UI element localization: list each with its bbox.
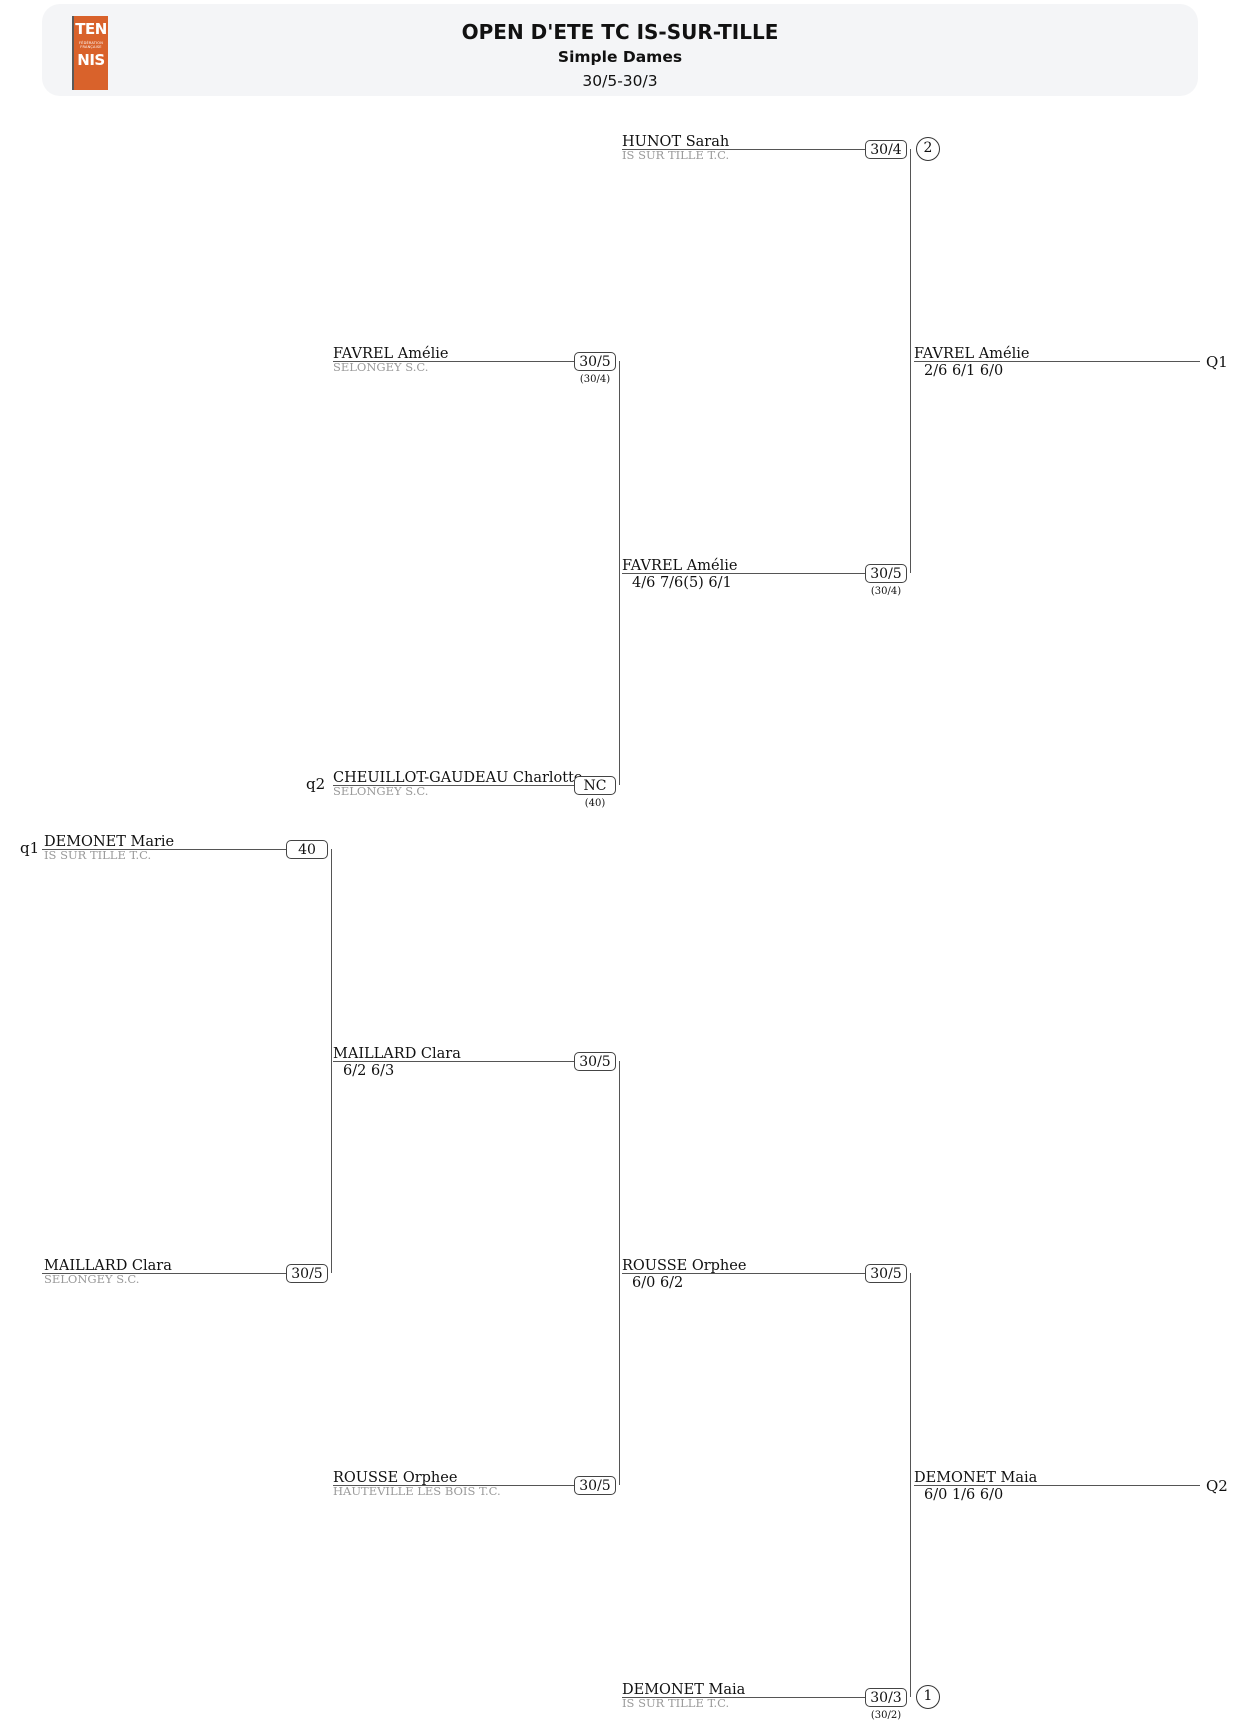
match-score: 6/0 6/2	[632, 1275, 684, 1291]
player-rank-badge: 30/5	[574, 352, 616, 371]
player-name: MAILLARD Clara	[44, 1258, 172, 1274]
previous-rank: (30/2)	[870, 1710, 902, 1721]
match-score: 4/6 7/6(5) 6/1	[632, 575, 732, 591]
match-score: 6/2 6/3	[343, 1063, 395, 1079]
match-score: 2/6 6/1 6/0	[924, 363, 1004, 379]
winner-name: ROUSSE Orphee	[622, 1258, 747, 1274]
previous-rank: (40)	[584, 798, 606, 809]
match-score: 6/0 1/6 6/0	[924, 1487, 1004, 1503]
previous-rank: (30/4)	[870, 586, 902, 597]
draw-line	[333, 1485, 574, 1486]
draw-connector	[910, 149, 911, 573]
winner-name: MAILLARD Clara	[333, 1046, 461, 1062]
draw-connector	[331, 849, 332, 1273]
player-name: CHEUILLOT-GAUDEAU Charlotte	[333, 770, 583, 786]
qualifier-tag: q2	[306, 775, 326, 793]
player-rank-badge: 30/5	[865, 564, 907, 583]
player-name: DEMONET Marie	[44, 834, 175, 850]
qualifier-tag: Q1	[1206, 353, 1228, 371]
draw-line	[333, 361, 574, 362]
player-rank-badge: 30/4	[865, 140, 907, 159]
draw-header: TEN FÉDÉRATION FRANÇAISE NIS OPEN D'ETE …	[42, 4, 1198, 96]
player-rank-badge: 30/5	[574, 1476, 616, 1495]
winner-name: FAVREL Amélie	[622, 558, 738, 574]
player-club: SELONGEY S.C.	[333, 360, 429, 374]
tennis-logo-icon: TEN FÉDÉRATION FRANÇAISE NIS	[72, 16, 108, 90]
player-club: SELONGEY S.C.	[333, 784, 429, 798]
player-rank-badge: 30/5	[865, 1264, 907, 1283]
player-name: DEMONET Maia	[622, 1682, 746, 1698]
player-name: FAVREL Amélie	[333, 346, 449, 362]
player-rank-badge: 30/5	[574, 1052, 616, 1071]
draw-line	[622, 149, 865, 150]
draw-connector	[619, 361, 620, 785]
player-club: IS SUR TILLE T.C.	[622, 1696, 730, 1710]
draw-line	[914, 361, 1200, 362]
qualified-name: DEMONET Maia	[914, 1470, 1038, 1486]
draw-line	[914, 1485, 1200, 1486]
previous-rank: (30/4)	[579, 374, 611, 385]
draw-line	[42, 1273, 286, 1274]
logo-top-text: TEN	[75, 20, 107, 38]
draw-line	[622, 573, 865, 574]
logo-bottom-text: NIS	[77, 51, 105, 69]
seed-badge: 1	[916, 1685, 940, 1709]
player-rank-badge: 30/3	[865, 1688, 907, 1707]
draw-category: Simple Dames	[557, 48, 683, 66]
draw-connector	[910, 1273, 911, 1697]
player-name: HUNOT Sarah	[622, 134, 730, 150]
seed-badge: 2	[916, 137, 940, 161]
player-rank-badge: 30/5	[286, 1264, 328, 1283]
draw-line	[333, 1061, 574, 1062]
player-club: IS SUR TILLE T.C.	[622, 148, 730, 162]
qualifier-tag: Q2	[1206, 1477, 1228, 1495]
player-name: ROUSSE Orphee	[333, 1470, 458, 1486]
player-club: SELONGEY S.C.	[44, 1272, 140, 1286]
qualified-name: FAVREL Amélie	[914, 346, 1030, 362]
draw-line	[42, 849, 286, 850]
player-club: IS SUR TILLE T.C.	[44, 848, 152, 862]
ranking-range: 30/5-30/3	[582, 72, 658, 90]
draw-line	[622, 1697, 865, 1698]
draw-line	[622, 1273, 865, 1274]
tournament-title: OPEN D'ETE TC IS-SUR-TILLE	[461, 20, 779, 44]
qualifier-tag: q1	[20, 839, 40, 857]
draw-line	[333, 785, 574, 786]
player-club: HAUTEVILLE LES BOIS T.C.	[333, 1484, 501, 1498]
logo-middle-text: FÉDÉRATION FRANÇAISE	[78, 41, 104, 49]
player-rank-badge: NC	[574, 776, 616, 795]
draw-connector	[619, 1061, 620, 1485]
player-rank-badge: 40	[286, 840, 328, 859]
